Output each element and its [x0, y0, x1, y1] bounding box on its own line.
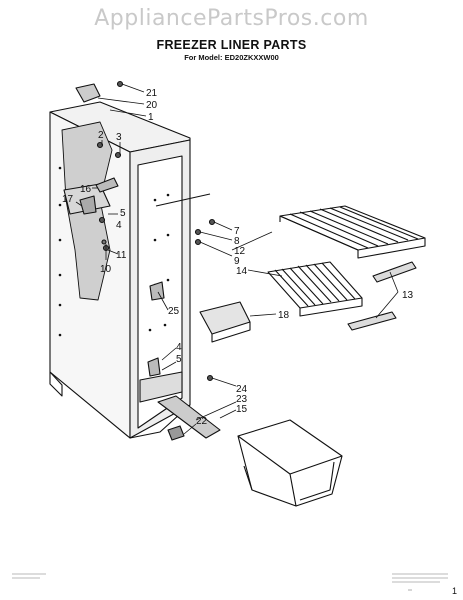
callout-10: 10: [100, 264, 112, 275]
callout-20: 20: [146, 100, 158, 111]
lower-wire-shelf: [267, 261, 363, 317]
callout-11: 11: [116, 250, 127, 261]
callout-22: 22: [196, 416, 208, 427]
callout-17: 17: [62, 194, 74, 205]
callout-4-upper: 4: [116, 220, 122, 231]
shelf-trim-strips: [347, 261, 417, 331]
watermark: AppliancePartsPros.com: [94, 6, 369, 31]
callout-3: 3: [116, 132, 122, 143]
diagram-subtitle: For Model: ED20ZKXXW00: [184, 53, 279, 62]
callout-9: 9: [234, 256, 240, 267]
diagram-title: FREEZER LINER PARTS: [156, 38, 307, 52]
storage-bin: [237, 419, 343, 507]
callout-labels: 21 20 1 2 3 16 17 5 4 11 10 7 8 12 9 14 …: [62, 88, 414, 427]
callout-21: 21: [146, 88, 158, 99]
callout-5-lower: 5: [176, 354, 182, 365]
footer-fineprint: [12, 573, 448, 591]
callout-24: 24: [236, 384, 248, 395]
footer-corner-mark: 1: [452, 586, 457, 596]
callout-18: 18: [278, 310, 290, 321]
callout-16: 16: [80, 184, 92, 195]
leader-lines: [75, 83, 399, 435]
left-bracket-parts: [79, 141, 165, 377]
callout-13: 13: [402, 290, 414, 301]
bottom-hardware: [157, 374, 221, 441]
callout-5-upper: 5: [120, 208, 126, 219]
callout-4-lower: 4: [176, 342, 182, 353]
callout-7: 7: [234, 226, 240, 237]
callout-12: 12: [234, 246, 246, 257]
callout-2: 2: [98, 130, 104, 141]
top-fitting: [75, 80, 124, 103]
upper-wire-shelf: [279, 205, 426, 259]
callout-15: 15: [236, 404, 248, 415]
callout-14: 14: [236, 266, 248, 277]
callout-23: 23: [236, 394, 248, 405]
shelf-bracket: [199, 301, 251, 343]
callout-1: 1: [148, 112, 154, 123]
callout-8: 8: [234, 236, 240, 247]
callout-25: 25: [168, 306, 180, 317]
